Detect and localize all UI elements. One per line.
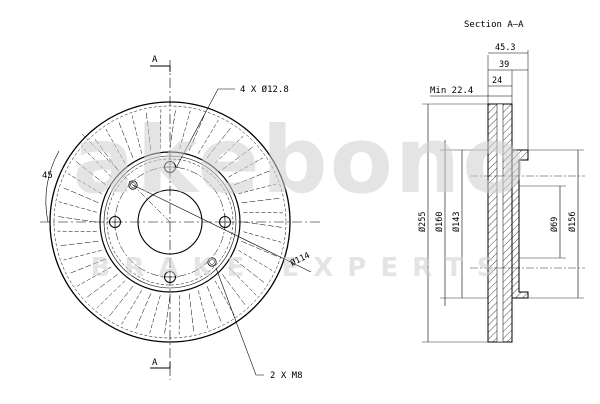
holes-leader <box>175 88 235 169</box>
vane-line <box>243 221 283 228</box>
holes-label: 4 X Ø12.8 <box>240 84 289 95</box>
vane-line <box>76 266 112 287</box>
section-marker-bottom <box>150 362 171 369</box>
thread-hole-2 <box>207 257 217 267</box>
vane-line <box>214 135 244 164</box>
dim-69: Ø69 <box>549 217 560 232</box>
angle-arc <box>45 150 60 223</box>
vane-line <box>105 128 126 164</box>
front-view <box>40 60 320 380</box>
vane-line <box>149 295 161 334</box>
vane-line <box>74 160 107 186</box>
vane-line <box>69 258 106 274</box>
thread-hole-1-core <box>130 182 136 188</box>
hat-outer-edge <box>103 155 237 289</box>
bolt-holes <box>107 159 233 285</box>
vane-line <box>228 266 257 296</box>
bolt-hole-crosshair <box>162 269 178 285</box>
vane-line <box>243 231 282 243</box>
vane-line <box>58 201 97 213</box>
vane-line <box>57 230 97 232</box>
vane-line <box>63 250 102 261</box>
vane-line <box>93 138 118 170</box>
vane-line <box>188 114 205 151</box>
vane-line <box>206 286 222 323</box>
bolt-hole-crosshair <box>217 214 233 230</box>
angle-ray <box>81 133 171 223</box>
friction-ring-inner-edge <box>99 151 241 293</box>
vane-line <box>198 119 219 154</box>
vane-line <box>57 216 97 223</box>
vane-line <box>169 109 176 149</box>
vane-line <box>121 290 142 325</box>
watermark: akebono BRAKE EXPERTS <box>73 107 528 283</box>
vane-line <box>233 258 266 284</box>
vane-line <box>108 285 134 318</box>
thread-hole-2-core <box>209 259 215 265</box>
vent-channel <box>496 103 504 343</box>
threaded-holes <box>128 180 217 267</box>
thread-hole-1 <box>128 180 138 190</box>
angle-label: 45 <box>42 171 53 181</box>
vane-line <box>238 250 273 271</box>
dim-24: 24 <box>492 76 502 86</box>
vane-line <box>206 126 232 159</box>
vane-line <box>135 293 152 330</box>
centre-bore <box>137 189 203 255</box>
dim-255: Ø255 <box>417 212 428 232</box>
vane-line <box>145 111 152 151</box>
disc-outer-edge <box>49 101 291 343</box>
bolt-hole-crosshair <box>107 214 123 230</box>
vane-line <box>179 110 191 149</box>
watermark-tagline: BRAKE EXPERTS <box>91 253 510 283</box>
vane-line <box>160 109 162 149</box>
vane-line <box>178 295 180 335</box>
vane-line <box>241 240 278 257</box>
vane-line <box>83 148 112 178</box>
disc-outer-chamfer <box>53 105 287 339</box>
vane-line <box>222 145 254 170</box>
dim-45-3: 45.3 <box>495 43 515 53</box>
section-view <box>422 50 585 343</box>
dim-160: Ø160 <box>434 212 445 232</box>
threads-label: 2 X M8 <box>270 371 303 381</box>
vane-line <box>198 290 209 329</box>
dim-143: Ø143 <box>451 212 462 232</box>
pcd-diameter-line <box>132 184 312 273</box>
vane-line <box>164 295 171 335</box>
min-thickness-label: Min 22.4 <box>430 86 473 96</box>
vane-line <box>131 115 142 154</box>
vane-line <box>234 170 271 186</box>
vane-line <box>59 240 99 247</box>
vane-line <box>228 157 264 178</box>
vane-line <box>243 212 283 214</box>
dim-156: Ø156 <box>567 212 578 232</box>
dim-39: 39 <box>499 60 509 70</box>
vane-line <box>222 274 247 306</box>
hat-section <box>511 149 529 299</box>
vane-line <box>96 280 126 309</box>
section-mark-top: A <box>152 55 158 65</box>
bolt-hole-crosshair <box>162 159 178 175</box>
vane-line <box>86 274 118 299</box>
vane-line <box>118 121 134 158</box>
cooling-vanes <box>57 109 283 335</box>
vane-line <box>62 187 99 204</box>
watermark-brand: akebono <box>73 107 528 214</box>
section-marker-top <box>150 65 171 72</box>
vane-line <box>188 293 195 333</box>
vane-line <box>214 280 235 316</box>
section-title: Section A–A <box>464 20 524 30</box>
vane-line <box>67 173 102 194</box>
section-mark-bottom: A <box>152 358 158 368</box>
vane-line <box>241 197 281 204</box>
vane-line <box>238 183 277 194</box>
threads-leader <box>215 267 264 376</box>
